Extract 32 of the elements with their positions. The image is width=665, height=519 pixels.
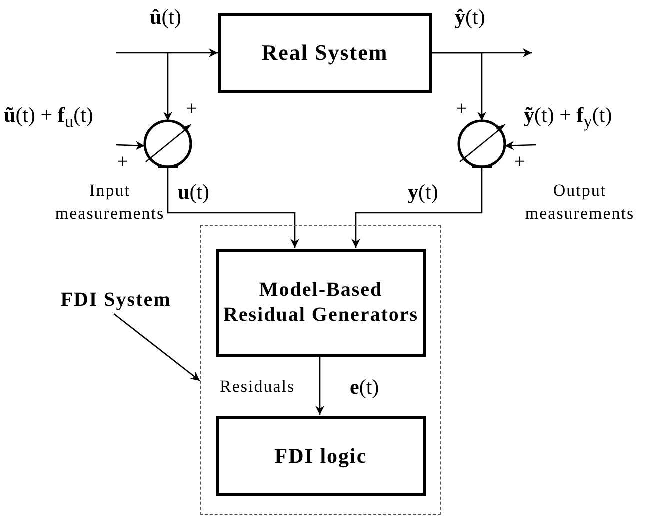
arrow (164, 53, 172, 121)
arrow (116, 141, 146, 150)
dashed-boundary (200, 225, 441, 515)
process-box (218, 13, 432, 93)
sign-label: + (117, 151, 130, 173)
group-label: FDI System (45, 286, 187, 314)
caption-text: Input measurements (55, 180, 165, 225)
arrow (504, 141, 536, 150)
box-label: Real System (262, 39, 388, 67)
caption-text: Output measurements (524, 180, 636, 225)
summing-junction (456, 118, 508, 170)
arrow (114, 313, 200, 382)
arrow (432, 52, 486, 121)
edge-label: e(t) (350, 376, 380, 400)
sign-label: + (514, 151, 526, 173)
edge-label: y(t) (408, 181, 438, 204)
arrow (116, 48, 218, 58)
process-box (216, 416, 426, 496)
process-box (216, 249, 426, 357)
summing-junction (142, 118, 194, 170)
edge-label: u(t) (178, 181, 210, 204)
arrow (352, 167, 483, 248)
signal-label: Residuals (220, 378, 296, 397)
sign-label: + (186, 98, 198, 120)
arrow (167, 167, 300, 248)
sign-label: + (456, 98, 468, 120)
box-label: FDI logic (274, 442, 368, 470)
edge-label: ŷ(t) (455, 6, 486, 30)
box-label: Model-Based Residual Generators (222, 278, 420, 328)
arrow (316, 356, 324, 415)
edge-label: û(t) (150, 6, 182, 30)
edge-label: ỹ(t) + f$_{y}$(t) (524, 104, 612, 132)
